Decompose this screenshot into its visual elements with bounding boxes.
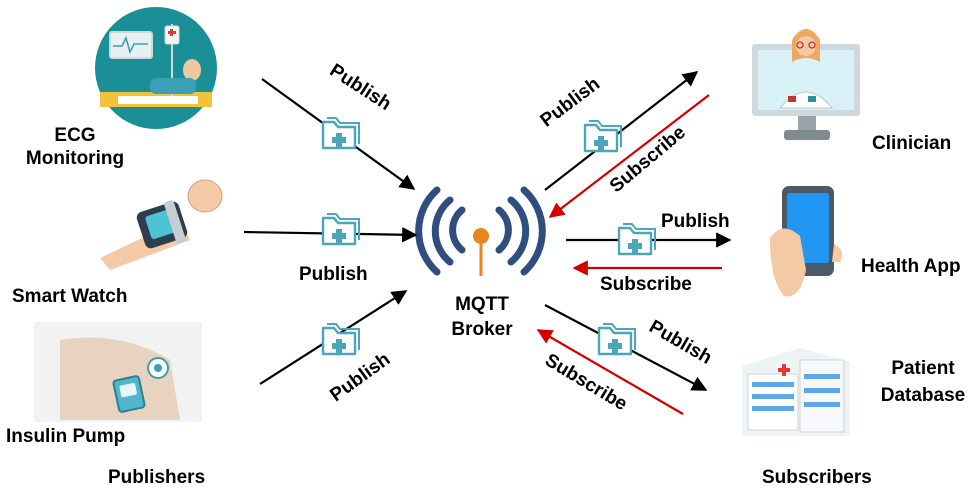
smart-watch-icon xyxy=(100,179,223,270)
clinician-label: Clinician xyxy=(872,133,952,154)
clinician-icon xyxy=(752,29,860,140)
patient-database-label: Patient Database xyxy=(880,358,966,406)
broker-label: MQTT Broker xyxy=(451,294,513,340)
patient-database-icon xyxy=(742,348,850,436)
health-app-icon xyxy=(770,186,842,297)
publish-label-watch: Publish xyxy=(299,264,368,285)
subscribe-arrow-clinician xyxy=(548,94,710,218)
folder-plus-icon xyxy=(321,116,361,150)
subscribers-group-label: Subscribers xyxy=(762,467,872,488)
insulin-pump-icon xyxy=(34,322,202,422)
folder-plus-icon xyxy=(597,322,637,356)
subscribe-arrow-database xyxy=(536,329,684,415)
mqtt-broker-icon xyxy=(415,186,546,276)
insulin-pump-label: Insulin Pump xyxy=(6,426,126,447)
smart-watch-label: Smart Watch xyxy=(12,286,128,307)
subscribe-label-health-app: Subscribe xyxy=(600,274,692,295)
publish-label-health-app: Publish xyxy=(661,211,730,232)
folder-plus-icon xyxy=(321,212,361,246)
ecg-monitoring-icon xyxy=(95,7,217,129)
health-app-label: Health App xyxy=(861,256,961,277)
folder-plus-icon xyxy=(583,119,623,153)
publishers-group-label: Publishers xyxy=(108,467,206,488)
ecg-monitoring-label: ECG Monitoring xyxy=(25,125,125,169)
folder-plus-icon xyxy=(617,222,657,256)
folder-plus-icon xyxy=(321,322,361,356)
